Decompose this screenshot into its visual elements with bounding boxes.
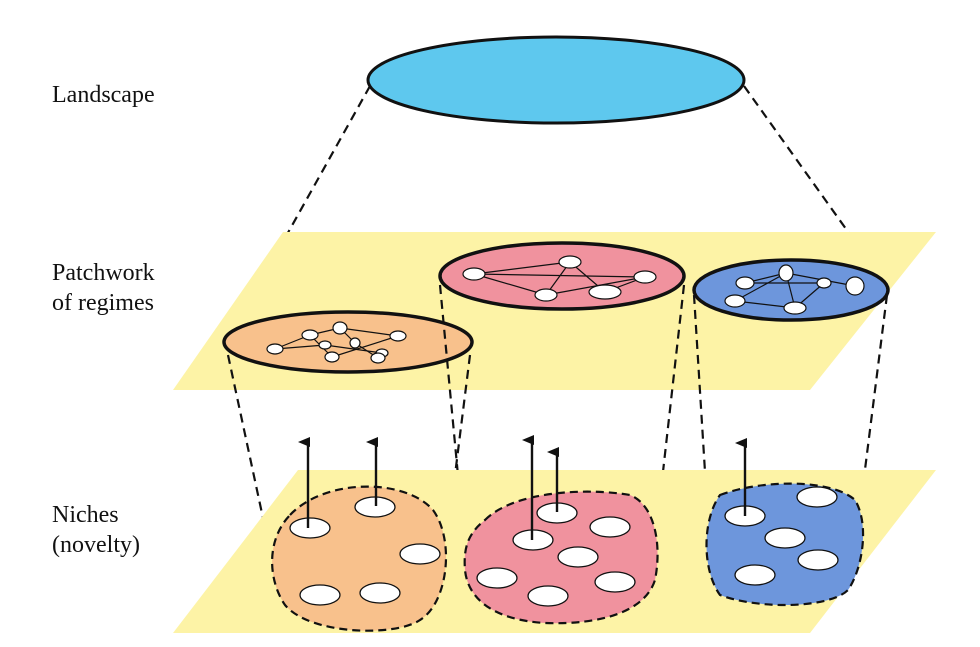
regime-pink xyxy=(438,241,686,311)
regimes-label-line1: Patchwork xyxy=(52,260,155,286)
niche-pink xyxy=(463,490,659,625)
regime-blue xyxy=(692,258,890,322)
niches-label-line1: Niches xyxy=(52,502,119,528)
niches-label-line2: (novelty) xyxy=(52,532,140,558)
niches-label: Niches (novelty) xyxy=(52,500,140,560)
regime-orange xyxy=(222,310,474,374)
niche-upward-arrows xyxy=(298,435,747,540)
landscape-label-text: Landscape xyxy=(52,82,155,108)
landscape-label: Landscape xyxy=(52,80,155,110)
niche-blue xyxy=(705,482,865,607)
landscape-ellipse xyxy=(366,35,746,125)
regimes-label-line2: of regimes xyxy=(52,290,154,316)
patchwork-of-regimes-label: Patchwork of regimes xyxy=(52,258,155,318)
niche-orange xyxy=(271,485,448,632)
